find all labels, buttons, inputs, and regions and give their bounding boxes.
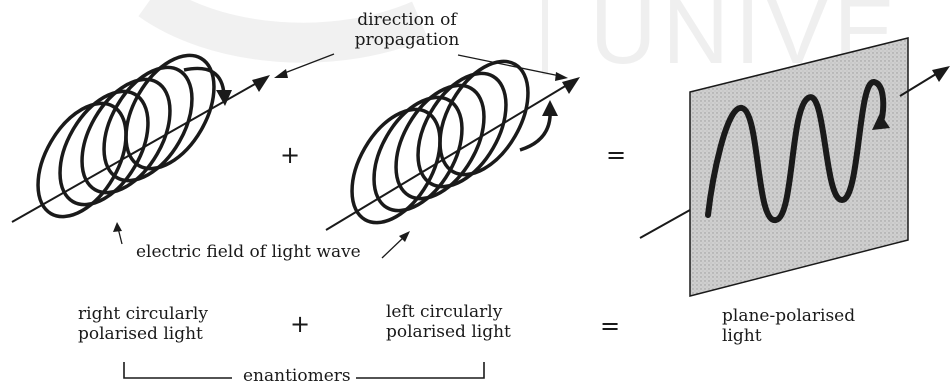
- plane-axis-arrowhead: [932, 66, 950, 82]
- plane-polarised-panel: [640, 38, 950, 296]
- electric-field-label: electric field of light wave: [136, 242, 361, 262]
- middle-axis-arrowhead: [562, 77, 580, 94]
- polarisation-plane: [690, 38, 908, 296]
- left-axis-arrowhead: [252, 75, 270, 92]
- right-circular-label-line2: polarised light: [78, 324, 208, 344]
- right-circular-helix: [12, 40, 270, 231]
- plane-polarised-label: plane-polarised light: [722, 306, 855, 346]
- middle-helix-loops: [334, 46, 546, 237]
- plane-polarised-label-line2: light: [722, 326, 855, 346]
- plane-polarised-label-line1: plane-polarised: [722, 306, 855, 326]
- equals-operator-top: =: [606, 143, 626, 167]
- left-circular-helix: [326, 46, 580, 237]
- left-circular-label-line2: polarised light: [386, 322, 511, 342]
- direction-label-line2: propagation: [342, 30, 472, 50]
- right-circular-label: right circularly polarised light: [78, 304, 208, 344]
- left-circular-label-line1: left circularly: [386, 302, 511, 322]
- left-circular-label: left circularly polarised light: [386, 302, 511, 342]
- right-circular-label-line1: right circularly: [78, 304, 208, 324]
- middle-rotation-arrowhead: [542, 100, 558, 116]
- direction-label: direction of propagation: [342, 10, 472, 50]
- enantiomers-label: enantiomers: [243, 366, 351, 386]
- direction-label-line1: direction of: [342, 10, 472, 30]
- equals-operator-bottom: =: [600, 314, 620, 338]
- plus-operator-bottom: +: [290, 312, 310, 336]
- plus-operator-top: +: [280, 143, 300, 167]
